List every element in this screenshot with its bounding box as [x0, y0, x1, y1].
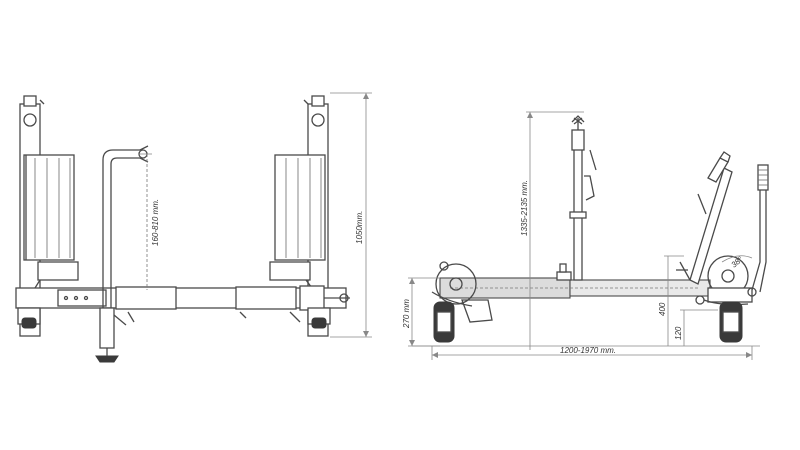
base-height-label: 270 mm	[402, 299, 411, 329]
telescopic-beam	[439, 263, 711, 299]
right-caster	[307, 307, 331, 329]
front-height-dimension	[330, 92, 372, 338]
vertical-mast	[569, 115, 597, 281]
left-roller	[23, 154, 75, 261]
side-view: 38° 1335-2135 mm. 270 mm 400 120	[402, 111, 769, 360]
crank-height-label: 160-810 mm.	[151, 199, 160, 246]
wheel-height-dimension	[680, 309, 718, 346]
push-handle	[751, 164, 769, 293]
left-roller-bracket	[37, 261, 79, 281]
front-main-beam	[15, 285, 350, 311]
length-range-label: 1200-1970 mm.	[560, 346, 616, 355]
left-caster	[17, 307, 41, 329]
front-height-label: 1050mm.	[355, 211, 364, 244]
wheel-height-label: 120	[674, 326, 683, 340]
right-roller-bracket	[269, 261, 311, 281]
side-height-range-label: 1335-2135 mm.	[520, 180, 529, 236]
length-range-dimension	[412, 345, 760, 360]
left-wheel-assembly	[431, 261, 493, 343]
side-height-range-dimension	[526, 111, 584, 350]
arm-height-label: 400	[658, 302, 667, 316]
angled-lift-arm	[676, 151, 733, 285]
crank-handle	[95, 145, 149, 363]
right-wheel-assembly	[695, 255, 757, 343]
front-view: 160-810 mm. 1050mm.	[15, 92, 372, 363]
right-roller	[274, 154, 326, 261]
arm-height-dimension	[664, 255, 684, 346]
